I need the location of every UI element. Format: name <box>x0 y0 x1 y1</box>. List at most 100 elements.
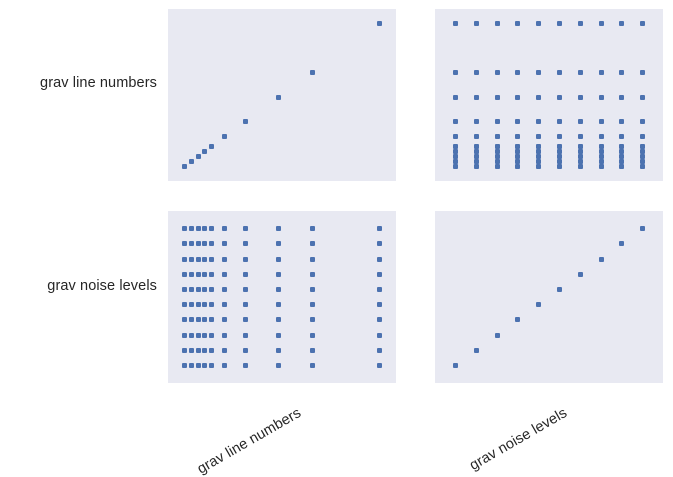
scatter-point <box>209 317 215 323</box>
scatter-point <box>536 143 542 149</box>
scatter-point <box>452 119 458 125</box>
scatter-point <box>494 21 500 27</box>
scatter-point <box>473 158 479 164</box>
scatter-point <box>182 362 188 368</box>
scatter-point <box>452 134 458 140</box>
scatter-point <box>209 302 215 308</box>
scatter-point <box>640 134 646 140</box>
scatter-point <box>242 119 248 125</box>
scatter-panel-noiselevels-vs-noiselevels <box>435 211 663 383</box>
scatter-point <box>195 302 201 308</box>
scatter-point <box>182 226 188 232</box>
scatter-point <box>536 94 542 100</box>
scatter-point <box>619 153 625 159</box>
scatter-point <box>309 256 315 262</box>
scatter-point <box>202 332 208 338</box>
scatter-point <box>577 148 583 154</box>
scatter-point <box>619 163 625 169</box>
scatter-point <box>556 94 562 100</box>
scatter-point <box>640 226 646 232</box>
scatter-point <box>577 21 583 27</box>
scatter-point <box>309 347 315 353</box>
scatter-point <box>598 256 604 262</box>
scatter-point <box>515 153 521 159</box>
scatter-point <box>619 70 625 76</box>
scatter-point <box>209 143 215 149</box>
scatter-point <box>202 347 208 353</box>
scatter-point <box>536 70 542 76</box>
scatter-point <box>598 21 604 27</box>
scatter-point <box>536 158 542 164</box>
scatter-point <box>222 317 228 323</box>
scatter-point <box>242 317 248 323</box>
scatter-point <box>598 94 604 100</box>
scatter-point <box>202 302 208 308</box>
scatter-point <box>309 70 315 76</box>
scatter-point <box>640 70 646 76</box>
scatter-point <box>577 158 583 164</box>
scatter-point <box>202 148 208 154</box>
scatter-point <box>188 286 194 292</box>
scatter-point <box>182 271 188 277</box>
scatter-point <box>188 271 194 277</box>
scatter-point <box>309 362 315 368</box>
scatter-point <box>309 226 315 232</box>
scatter-point <box>195 256 201 262</box>
scatter-point <box>640 143 646 149</box>
scatter-point <box>202 271 208 277</box>
scatter-point <box>309 332 315 338</box>
scatter-point <box>494 134 500 140</box>
scatter-point <box>536 134 542 140</box>
scatter-point <box>242 286 248 292</box>
scatter-point <box>182 163 188 169</box>
scatter-point <box>556 158 562 164</box>
scatter-point <box>577 70 583 76</box>
scatter-point <box>452 362 458 368</box>
scatter-point <box>188 302 194 308</box>
scatter-point <box>556 286 562 292</box>
scatter-point <box>276 362 282 368</box>
scatter-panel-linenumbers-vs-noiselevels <box>168 211 396 383</box>
scatter-point <box>473 134 479 140</box>
scatter-point <box>640 119 646 125</box>
scatter-point <box>276 286 282 292</box>
scatter-point <box>494 148 500 154</box>
scatter-point <box>619 158 625 164</box>
scatter-point <box>376 21 382 27</box>
scatter-point <box>182 286 188 292</box>
scatter-point <box>515 148 521 154</box>
scatter-point <box>619 241 625 247</box>
scatter-point <box>494 158 500 164</box>
scatter-point <box>195 347 201 353</box>
scatter-point <box>577 271 583 277</box>
scatter-point <box>376 332 382 338</box>
scatter-point <box>188 362 194 368</box>
pairplot-figure: grav line numbers grav noise levels grav… <box>40 9 663 477</box>
scatter-point <box>209 226 215 232</box>
scatter-point <box>452 21 458 27</box>
scatter-point <box>209 286 215 292</box>
scatter-point <box>452 94 458 100</box>
scatter-point <box>195 226 201 232</box>
scatter-point <box>640 148 646 154</box>
scatter-point <box>515 70 521 76</box>
scatter-point <box>222 226 228 232</box>
scatter-point <box>515 134 521 140</box>
scatter-point <box>473 70 479 76</box>
scatter-point <box>222 332 228 338</box>
scatter-point <box>276 226 282 232</box>
scatter-point <box>556 21 562 27</box>
scatter-point <box>577 119 583 125</box>
scatter-point <box>640 163 646 169</box>
scatter-point <box>515 21 521 27</box>
scatter-point <box>209 332 215 338</box>
scatter-point <box>309 286 315 292</box>
scatter-point <box>556 153 562 159</box>
scatter-point <box>494 153 500 159</box>
scatter-point <box>202 256 208 262</box>
scatter-point <box>195 317 201 323</box>
scatter-point <box>577 153 583 159</box>
scatter-point <box>188 226 194 232</box>
scatter-point <box>452 163 458 169</box>
scatter-point <box>202 317 208 323</box>
